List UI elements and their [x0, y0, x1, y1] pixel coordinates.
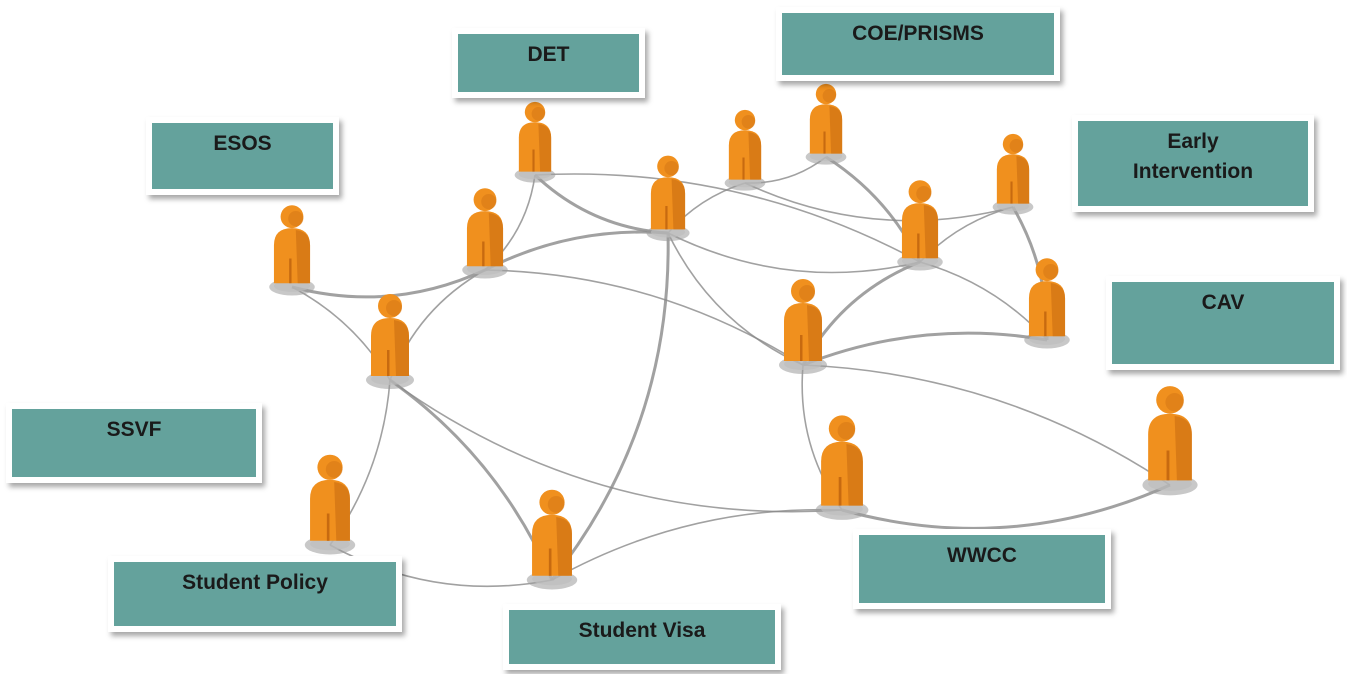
label-esos-text: ESOS	[213, 132, 272, 155]
label-student-policy: Student Policy	[108, 556, 402, 632]
person-icon-cav	[1024, 258, 1070, 349]
link-p2-early	[744, 182, 1014, 222]
link-ssvf-visa	[389, 378, 554, 581]
person-icon-esos	[269, 205, 315, 296]
label-early-intervention: Early Intervention	[1072, 115, 1314, 212]
label-ssvf: SSVF	[6, 403, 262, 483]
person-icon-farright	[1142, 386, 1198, 496]
link-det-p7	[534, 173, 921, 263]
label-student-policy-text: Student Policy	[182, 571, 328, 594]
label-wwcc: WWCC	[853, 529, 1111, 609]
link-p5-center	[484, 230, 669, 272]
link-wwcc-farright	[841, 483, 1171, 530]
link-esos-p5	[291, 268, 486, 299]
person-icon-early	[992, 133, 1034, 215]
label-det: DET	[452, 28, 645, 98]
label-student-visa-text: Student Visa	[578, 619, 706, 642]
label-esos: ESOS	[146, 117, 339, 195]
person-icon-p5	[462, 188, 508, 279]
person-icon-det	[514, 101, 556, 183]
label-cav-text: CAV	[1201, 291, 1245, 314]
label-wwcc-text: WWCC	[947, 544, 1017, 567]
label-cav: CAV	[1106, 276, 1340, 370]
label-ssvf-text: SSVF	[106, 418, 162, 441]
person-icon-coe	[805, 83, 847, 165]
label-det-text: DET	[527, 43, 570, 66]
link-visa-center	[550, 232, 670, 581]
link-det-center	[533, 173, 669, 235]
link-p7-cav	[919, 261, 1048, 341]
link-ssvf-wwcc	[389, 379, 843, 513]
person-icon-ssvf	[366, 294, 414, 389]
person-icon-wwcc	[815, 415, 869, 520]
person-icon-visa	[526, 489, 578, 590]
link-mid-farright	[802, 364, 1171, 486]
label-coe-prisms-text: COE/PRISMS	[852, 22, 984, 45]
person-icon-mid	[779, 279, 827, 374]
link-mid-cav	[802, 331, 1048, 367]
person-icon-p7	[897, 180, 943, 271]
label-student-visa: Student Visa	[503, 604, 781, 670]
link-p5-mid	[484, 269, 804, 366]
link-visa-wwcc	[551, 508, 843, 581]
person-icon-p2	[724, 109, 766, 191]
label-coe-prisms: COE/PRISMS	[776, 7, 1060, 81]
label-early-intervention-text: Early Intervention	[1132, 130, 1254, 183]
link-center-mid	[667, 232, 804, 366]
person-icon-center	[646, 155, 690, 242]
link-center-p7	[667, 232, 921, 274]
person-icon-policy	[304, 454, 356, 555]
